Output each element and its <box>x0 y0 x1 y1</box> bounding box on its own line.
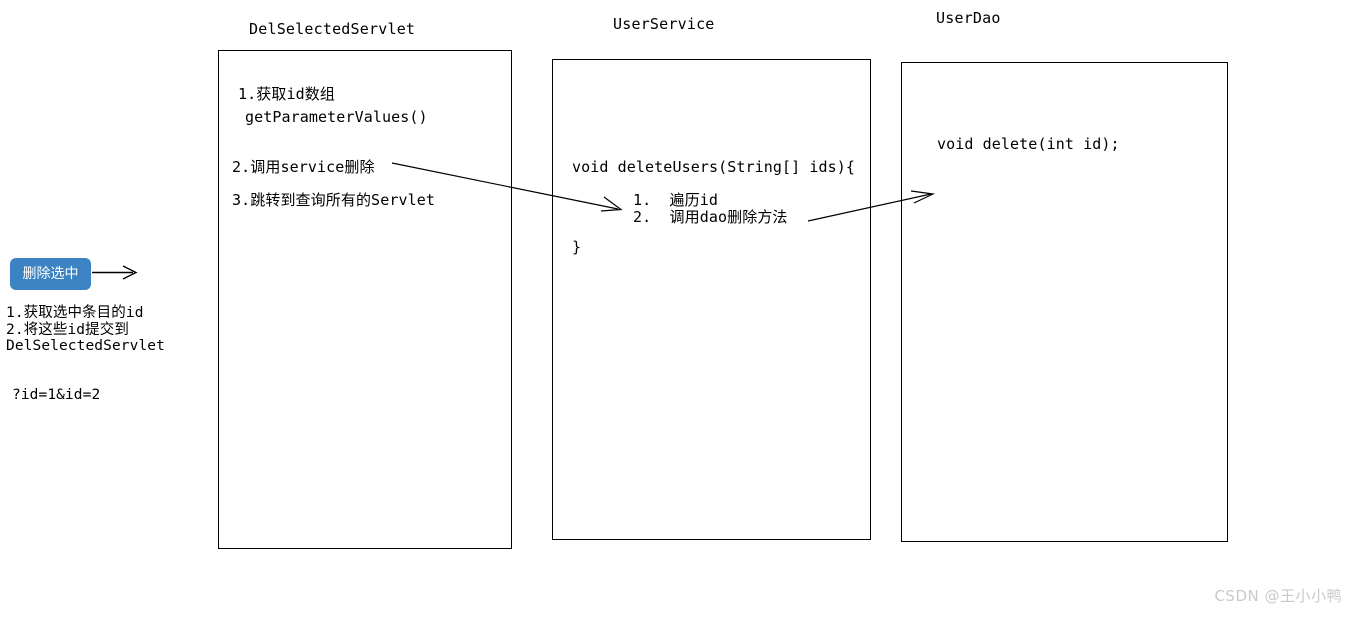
delservlet-step-2: 2.调用service删除 <box>232 158 375 176</box>
box-delselectedservlet <box>218 50 512 549</box>
box-title-userservice: UserService <box>613 15 715 33</box>
userservice-method-close-brace: } <box>572 238 582 256</box>
box-userservice <box>552 59 871 540</box>
box-title-delselectedservlet: DelSelectedServlet <box>249 20 416 38</box>
delservlet-step-1: 1.获取id数组 <box>238 85 335 103</box>
client-note-3: DelSelectedServlet <box>6 338 165 354</box>
csdn-watermark: CSDN @王小小鸭 <box>1214 587 1342 605</box>
userservice-step-1: 1. 遍历id <box>633 191 718 209</box>
box-title-userdao: UserDao <box>936 9 1001 27</box>
userdao-method-signature: void delete(int id); <box>937 135 1120 153</box>
arrow-button-to-servlet <box>92 265 138 280</box>
userservice-step-2: 2. 调用dao删除方法 <box>633 208 788 226</box>
delservlet-step-3: 3.跳转到查询所有的Servlet <box>232 191 435 209</box>
delete-selected-button[interactable]: 删除选中 <box>10 258 91 290</box>
delservlet-step-1-detail: getParameterValues() <box>245 108 428 126</box>
userservice-method-signature: void deleteUsers(String[] ids){ <box>572 158 856 176</box>
client-note-2: 2.将这些id提交到 <box>6 322 129 338</box>
client-query-string: ?id=1&id=2 <box>12 387 101 403</box>
box-userdao <box>901 62 1228 542</box>
client-note-1: 1.获取选中条目的id <box>6 305 144 321</box>
